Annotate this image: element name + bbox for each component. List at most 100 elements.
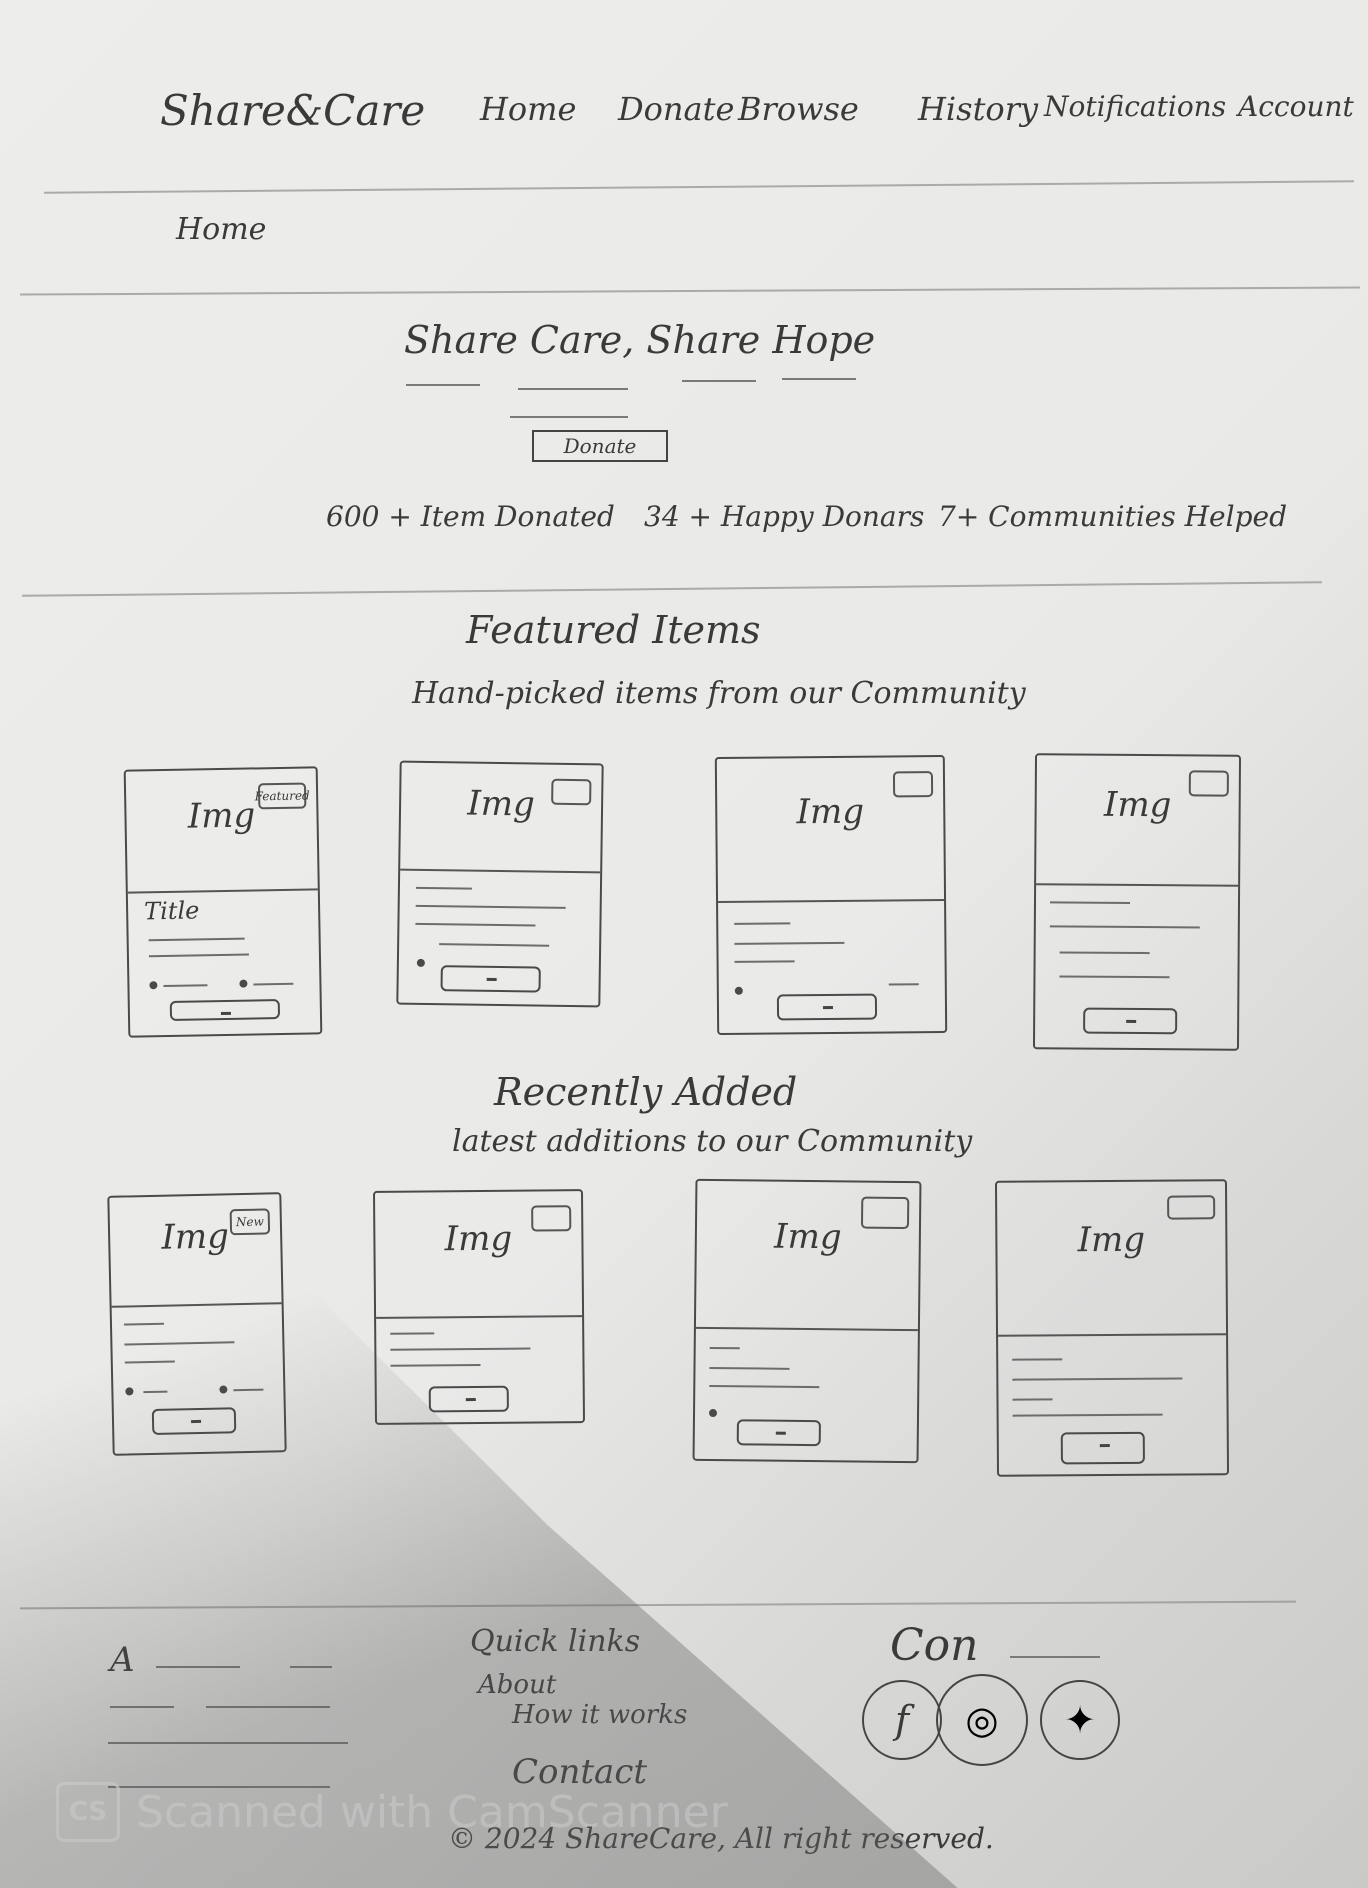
card-action-button[interactable]: [169, 999, 281, 1021]
footer-link-contact[interactable]: Contact: [512, 1752, 648, 1792]
hero-text-line: [518, 388, 628, 390]
breadcrumb: Home: [176, 212, 267, 247]
card-text-line: [390, 1363, 481, 1367]
card-action-button[interactable]: [736, 1419, 821, 1447]
card-text-line: [1059, 951, 1150, 955]
instagram-icon[interactable]: ◎: [936, 1674, 1028, 1766]
recent-title: Recently Added: [494, 1070, 798, 1114]
card-text-line: [1012, 1358, 1063, 1361]
card-text-line: [390, 1347, 531, 1351]
twitter-icon[interactable]: ✦: [1040, 1680, 1120, 1760]
footer-text-line: [290, 1666, 332, 1668]
clock-icon: [239, 979, 248, 988]
card-action-button[interactable]: [428, 1385, 509, 1413]
hero-title: Share Care, Share Hope: [404, 318, 876, 362]
card-text-line: [1012, 1377, 1183, 1381]
card-action-button[interactable]: [440, 965, 541, 993]
location-icon: [125, 1387, 134, 1396]
card-badge: [892, 771, 934, 798]
card-text-line: [709, 1384, 820, 1389]
nav-notifications[interactable]: Notifications: [1044, 90, 1227, 123]
brand-logo[interactable]: Share&Care: [160, 86, 426, 135]
card-badge: [860, 1196, 910, 1230]
card-image: Img: [996, 1181, 1227, 1337]
card-image: Img New: [109, 1194, 282, 1308]
header-divider: [44, 180, 1354, 194]
card-text-line: [253, 982, 294, 986]
footer-text-line: [1010, 1656, 1100, 1658]
card-text-line: [709, 1366, 790, 1370]
card-action-button[interactable]: [151, 1407, 237, 1435]
card-text-line: [734, 922, 791, 925]
card-text-line: [233, 1388, 264, 1392]
camscanner-logo-icon: CS: [56, 1782, 120, 1842]
stat-happy-donors: 34 + Happy Donars: [644, 500, 925, 533]
new-badge: New: [229, 1208, 271, 1236]
card-image: Img Featured: [125, 768, 318, 894]
footer-divider: [20, 1600, 1296, 1610]
card-action-button[interactable]: [1060, 1431, 1145, 1465]
hero-text-line: [782, 378, 856, 380]
featured-card[interactable]: Img: [1032, 753, 1242, 1051]
card-text-line: [124, 1360, 175, 1364]
nav-donate[interactable]: Donate: [618, 90, 735, 128]
recent-card[interactable]: Img: [692, 1178, 922, 1464]
footer-link-about[interactable]: About: [478, 1670, 557, 1700]
stat-communities-helped: 7+ Communities Helped: [938, 500, 1287, 533]
card-action-button[interactable]: [776, 993, 878, 1021]
featured-badge: Featured: [255, 782, 310, 810]
card-text-line: [124, 1341, 235, 1346]
footer-link-how-it-works[interactable]: How it works: [512, 1700, 688, 1730]
featured-title: Featured Items: [466, 608, 761, 652]
card-action-button[interactable]: [1083, 1007, 1178, 1035]
footer-text-line: [206, 1706, 330, 1708]
facebook-icon[interactable]: f: [862, 1680, 942, 1760]
card-badge: [551, 778, 592, 806]
card-image: Img: [1036, 755, 1240, 887]
recent-card[interactable]: Img: [994, 1179, 1230, 1477]
card-image-label: Img: [1077, 1219, 1146, 1260]
hero-donate-button[interactable]: Donate: [532, 430, 668, 462]
hero-divider: [22, 581, 1322, 597]
footer-text-line: [156, 1666, 240, 1668]
recent-card[interactable]: Img: [372, 1189, 586, 1425]
card-badge: [531, 1205, 572, 1232]
card-text-line: [390, 1332, 435, 1335]
featured-card[interactable]: Img: [396, 760, 604, 1008]
hero-text-line: [682, 380, 756, 382]
quick-links-title: Quick links: [470, 1624, 641, 1659]
recent-card[interactable]: Img New: [107, 1192, 287, 1456]
card-text-line: [734, 960, 795, 963]
card-text-line: [1012, 1398, 1053, 1401]
footer-brand: A: [110, 1640, 135, 1680]
card-image: Img: [400, 762, 602, 874]
location-icon: [149, 981, 158, 990]
nav-account[interactable]: Account: [1238, 90, 1354, 123]
footer-text-line: [110, 1706, 174, 1708]
card-text-line: [1049, 901, 1131, 904]
footer-text-line: [108, 1786, 330, 1788]
card-image: Img: [716, 757, 945, 903]
card-text-line: [123, 1322, 165, 1326]
card-text-line: [1012, 1413, 1163, 1417]
card-text-line: [143, 1390, 168, 1394]
card-text-line: [439, 943, 550, 947]
card-image: Img: [695, 1180, 920, 1332]
card-title: Title: [143, 896, 200, 926]
location-icon: [734, 986, 743, 995]
featured-card[interactable]: Img Featured Title: [123, 766, 323, 1038]
nav-home[interactable]: Home: [480, 90, 577, 128]
location-icon: [708, 1408, 718, 1418]
hero-text-line: [510, 416, 628, 418]
card-text-line: [734, 941, 845, 945]
nav-browse[interactable]: Browse: [738, 90, 859, 128]
card-text-line: [415, 922, 536, 927]
location-icon: [416, 958, 425, 967]
breadcrumb-divider: [20, 286, 1360, 296]
footer-copyright: © 2024 ShareCare, All right reserved.: [448, 1822, 994, 1855]
featured-card[interactable]: Img: [714, 755, 948, 1035]
scanner-watermark: CS Scanned with CamScanner: [56, 1782, 728, 1842]
card-text-line: [415, 886, 472, 890]
nav-history[interactable]: History: [918, 90, 1039, 128]
clock-icon: [219, 1385, 228, 1394]
